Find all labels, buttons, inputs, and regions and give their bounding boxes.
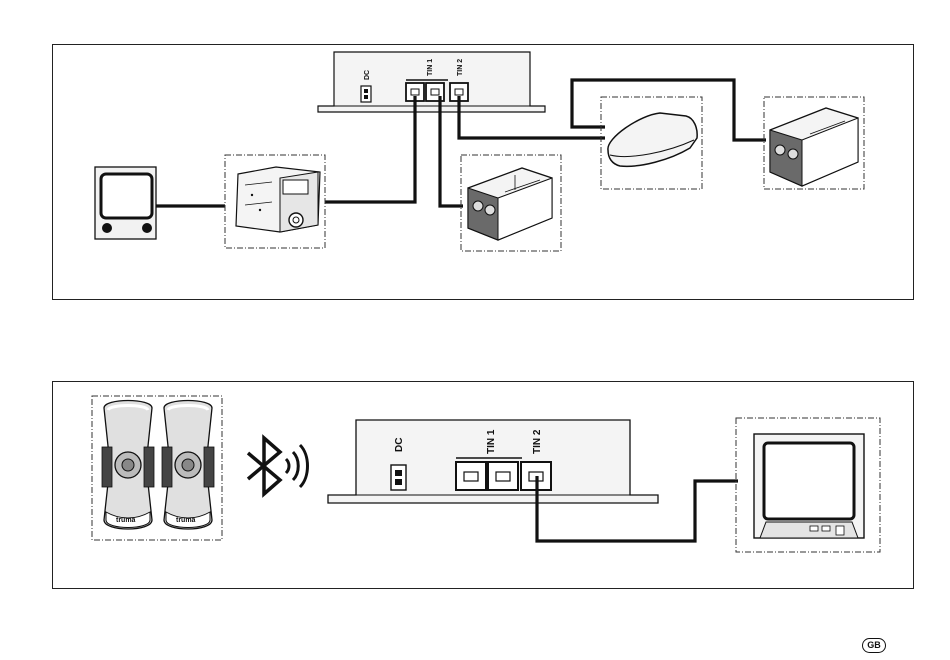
dc-label-bottom: DC — [394, 438, 405, 452]
heater-unit-icon — [225, 155, 325, 248]
tin1-label-top: TIN 1 — [427, 59, 434, 76]
remote-control-icon: truma truma — [92, 396, 222, 540]
rooftop-ac-icon — [601, 97, 702, 189]
dc-port-top — [361, 86, 371, 102]
language-badge: GB — [862, 638, 886, 653]
aircon-unit-icon — [764, 97, 864, 189]
display-panel-icon — [736, 418, 880, 552]
tin1-label-bottom: TIN 1 — [486, 429, 497, 454]
control-panel-icon — [95, 167, 156, 239]
aircon-unit-icon — [461, 155, 561, 251]
tin2-label-bottom: TIN 2 — [532, 429, 543, 454]
remote-brand-left: truma — [116, 517, 136, 524]
inet-box-bottom: DC TIN 1 TIN 2 — [328, 420, 658, 503]
dc-label-top: DC — [364, 70, 371, 80]
bluetooth-icon — [248, 438, 308, 494]
remote-brand-right: truma — [176, 517, 196, 524]
inet-box-top: DC TIN 1 TIN 2 — [318, 52, 545, 112]
dc-port-bottom — [391, 465, 406, 490]
tin2-label-top: TIN 2 — [457, 59, 464, 76]
